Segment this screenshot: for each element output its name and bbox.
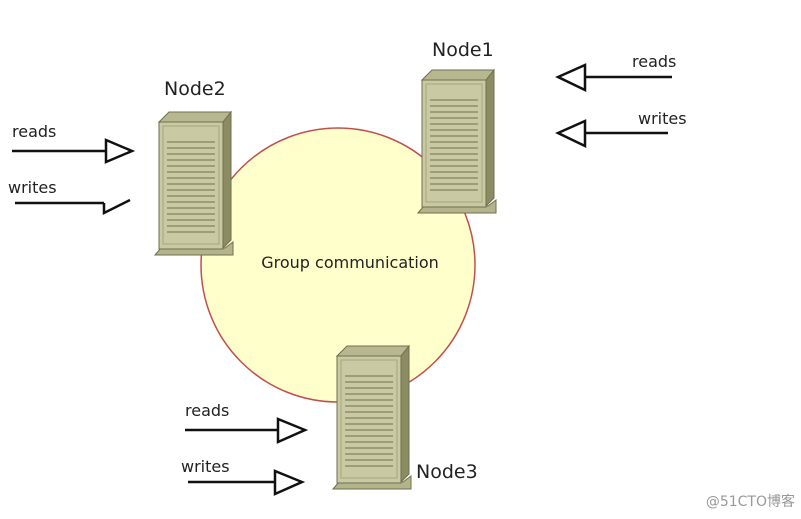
node3-reads-label: reads [185,401,229,420]
node1-reads-label: reads [632,52,676,71]
node2-writes-label: writes [8,178,57,197]
node3-writes-label: writes [181,457,230,476]
node1-writes-arrow [555,119,668,148]
node3-server-icon [332,345,412,490]
node2-reads-label: reads [12,122,56,141]
node2-writes-arrow [15,198,131,216]
node1-label: Node1 [432,39,494,61]
node2-reads-arrow [12,138,136,164]
node3-reads-arrow [185,417,309,444]
node2-server-icon [154,111,234,256]
node3-label: Node3 [416,461,478,483]
watermark: @51CTO博客 [706,493,795,510]
node3-writes-arrow [188,469,306,496]
node1-reads-arrow [555,63,672,92]
node1-writes-label: writes [638,109,687,128]
node2-label: Node2 [164,78,226,100]
node1-server-icon [417,69,497,214]
group-communication-label: Group communication [261,253,439,272]
